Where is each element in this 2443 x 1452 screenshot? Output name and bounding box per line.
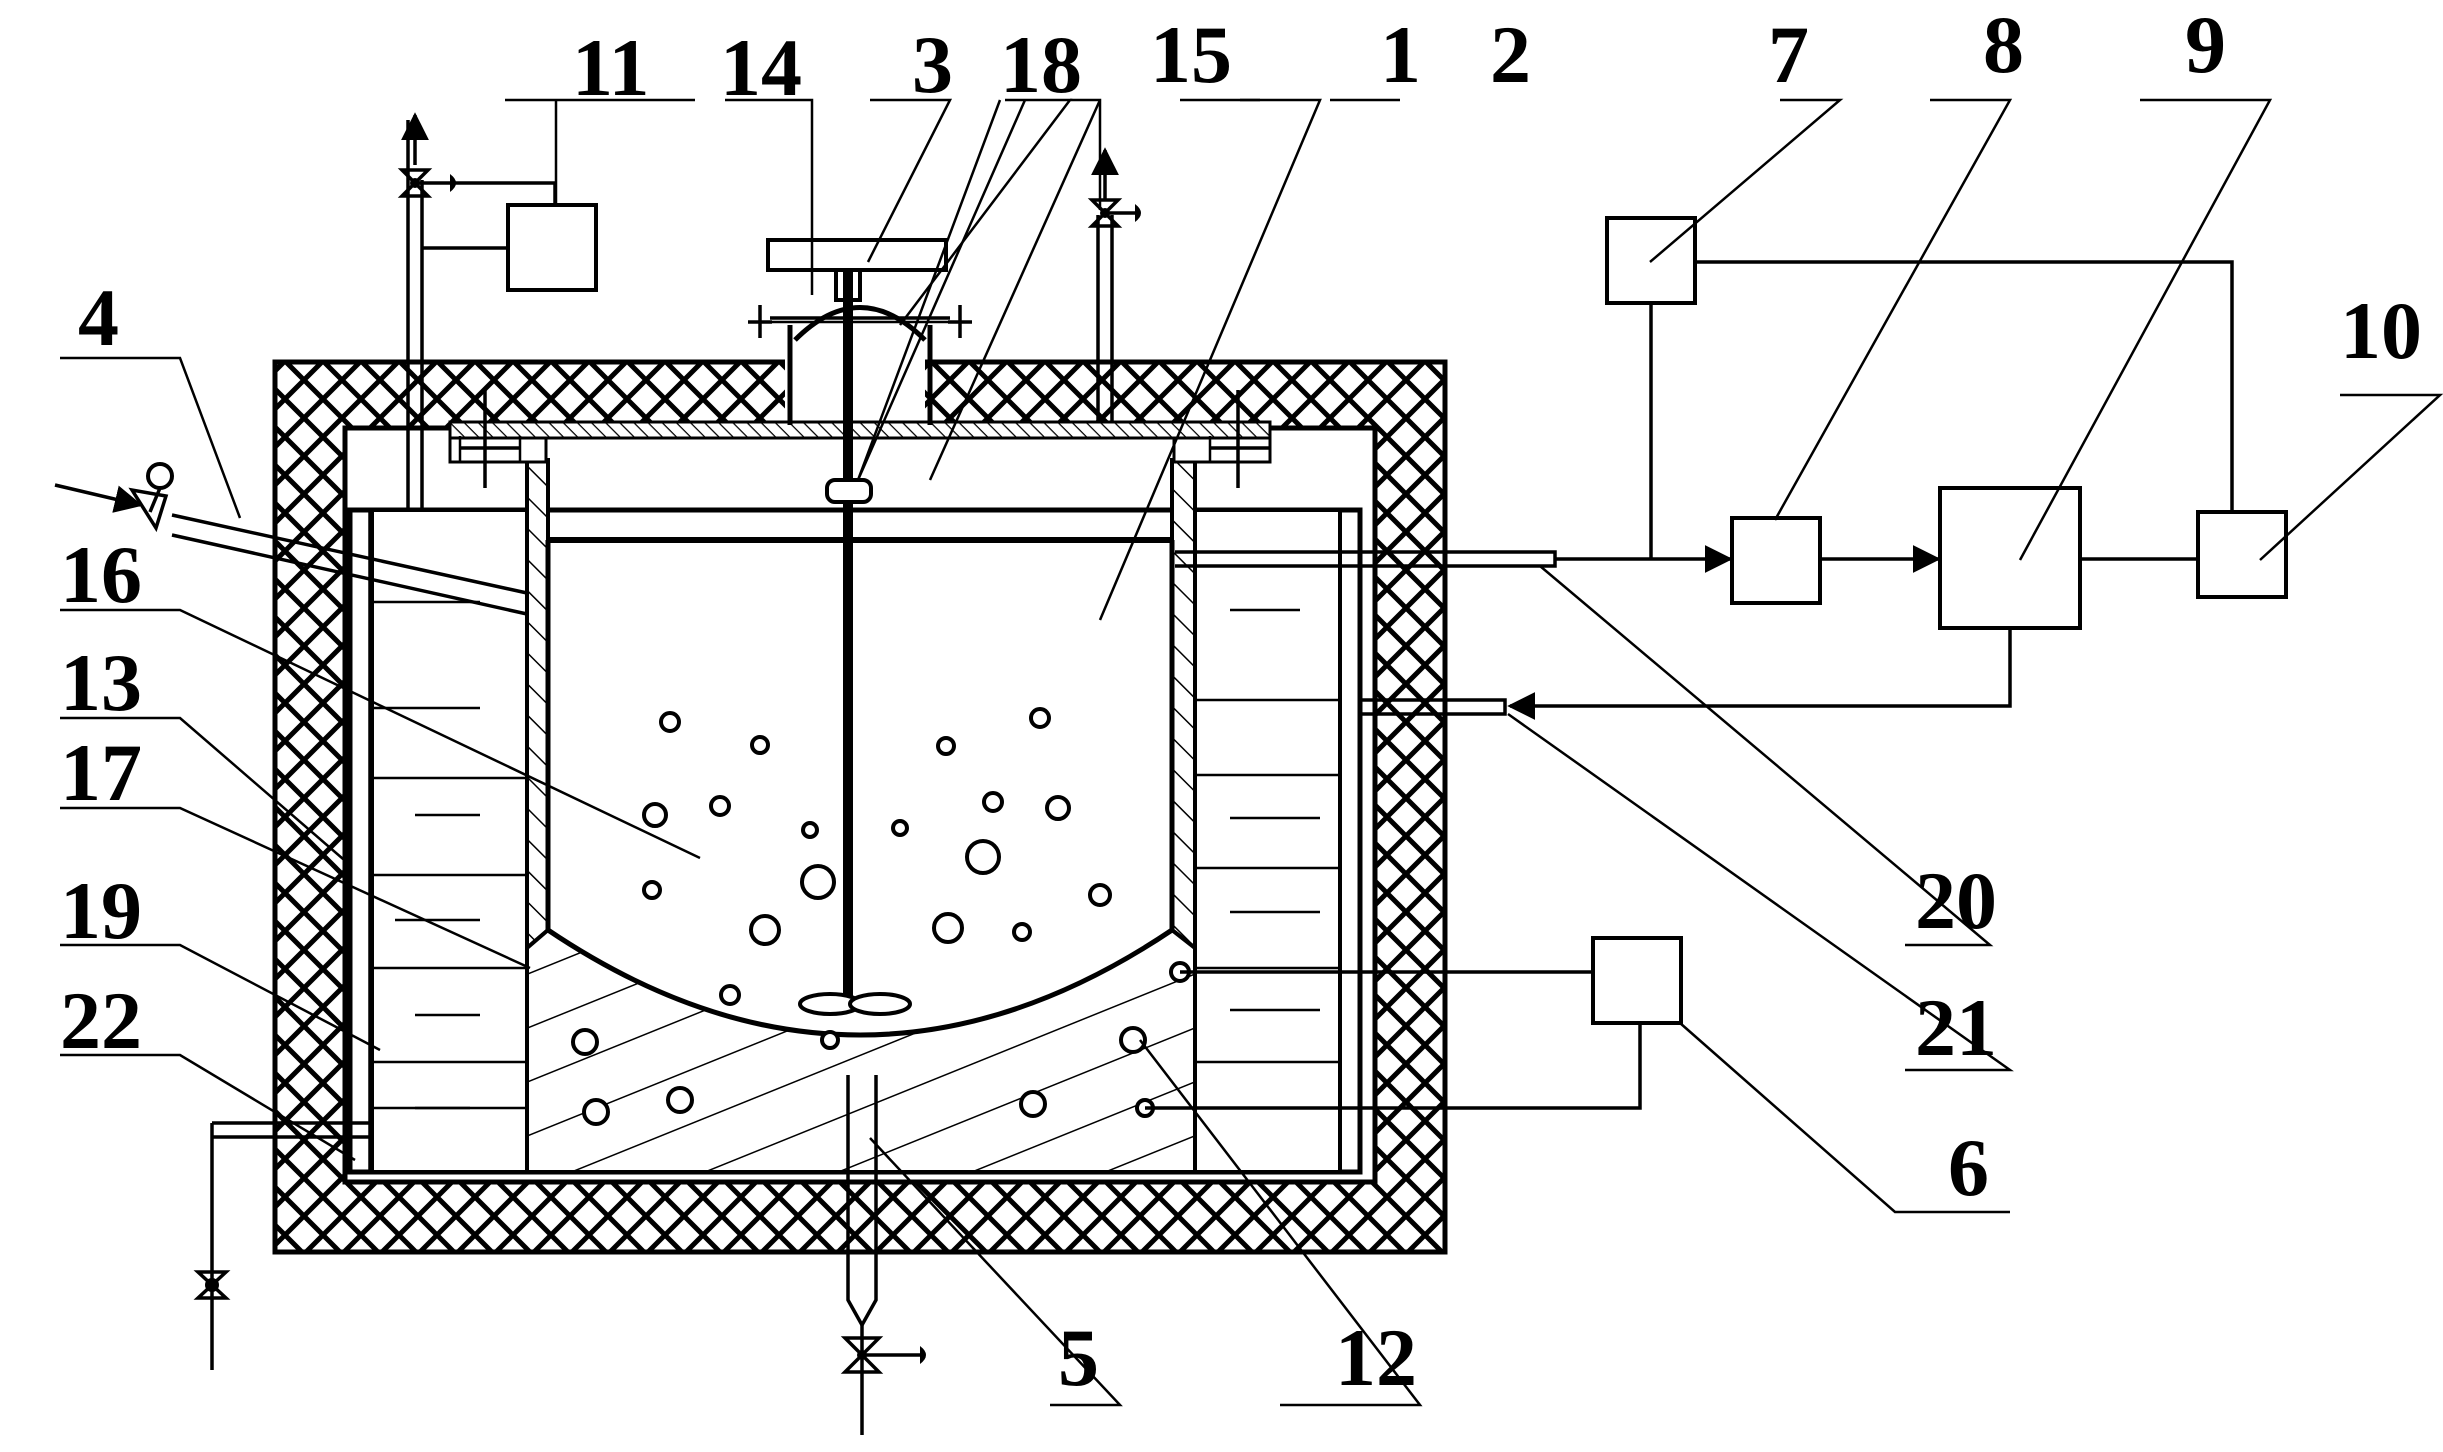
part-labels: 1 2 3 4 5 6 7 8 9 10 11 12 13 14 15 16 1… [60, 0, 2422, 1403]
label-10: 10 [2340, 285, 2422, 376]
lid-flange [448, 390, 1272, 488]
bubbles [571, 707, 1191, 1126]
stirrer [798, 270, 912, 1016]
label-9: 9 [2185, 0, 2226, 90]
label-11: 11 [572, 22, 649, 113]
water-jacket [370, 508, 1342, 1174]
label-5: 5 [1058, 1312, 1099, 1403]
feed-inlet-pipe [54, 462, 528, 616]
label-14: 14 [720, 22, 802, 113]
label-21: 21 [1915, 982, 1997, 1073]
label-13: 13 [60, 637, 142, 728]
reactor-vessel [545, 537, 1175, 1038]
jacket-outlet [193, 1121, 372, 1370]
label-12: 12 [1335, 1312, 1417, 1403]
label-4: 4 [78, 272, 119, 363]
drain-pipe [840, 1075, 926, 1435]
label-3: 3 [912, 19, 953, 110]
label-7: 7 [1768, 9, 1809, 100]
label-20: 20 [1915, 855, 1997, 946]
leader-lines [60, 98, 2443, 1407]
label-15: 15 [1150, 9, 1232, 100]
label-19: 19 [60, 865, 142, 956]
label-17: 17 [60, 727, 142, 818]
temperature-sensors [1145, 936, 1683, 1110]
label-8: 8 [1983, 0, 2024, 90]
label-18: 18 [1000, 19, 1082, 110]
label-2: 2 [1490, 9, 1531, 100]
label-6: 6 [1948, 1122, 1989, 1213]
label-16: 16 [60, 529, 142, 620]
control-system [1507, 216, 2288, 720]
top-port [748, 238, 972, 425]
label-22: 22 [60, 975, 142, 1066]
label-1: 1 [1380, 9, 1421, 100]
right-vent-pipe [1087, 147, 1141, 422]
